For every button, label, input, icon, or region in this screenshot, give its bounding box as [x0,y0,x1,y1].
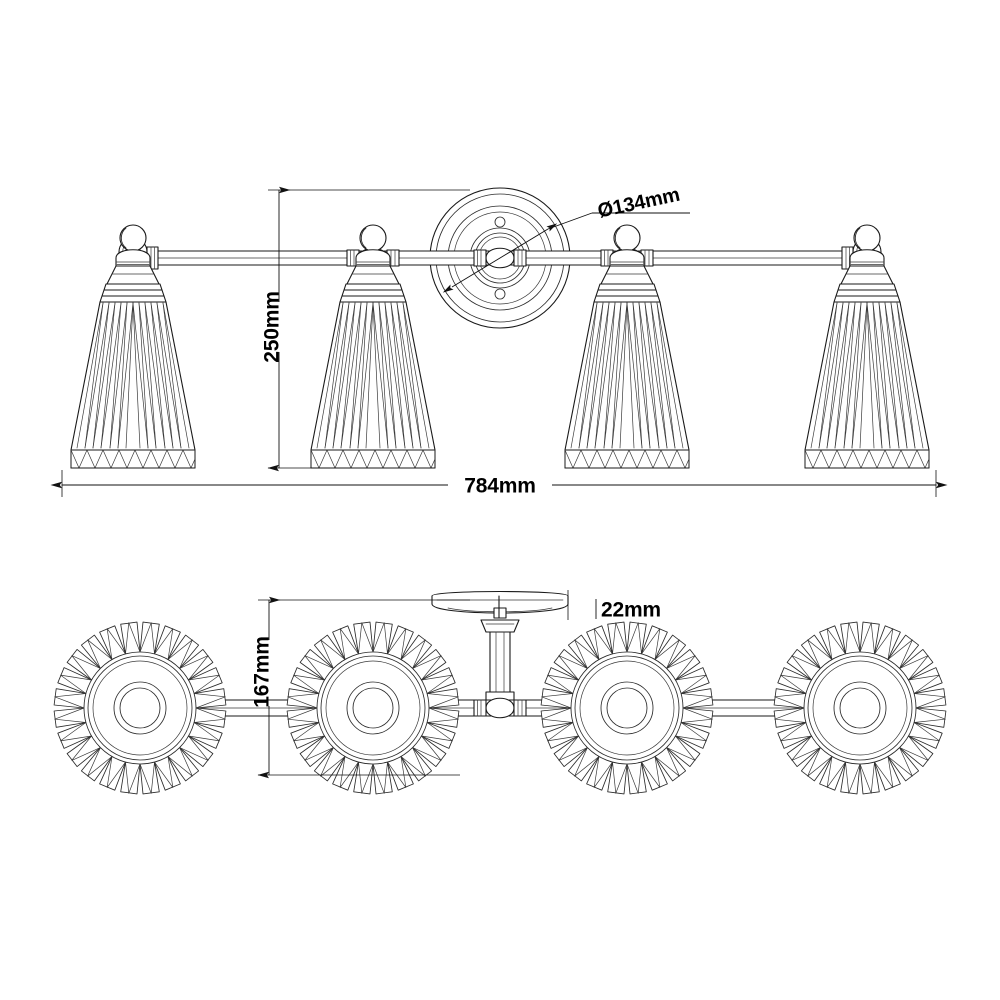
shade-plan-1 [53,621,227,795]
dimension-width-784mm: 784mm [50,470,948,498]
dimension-backplate-depth-22mm: 22mm [567,590,661,622]
plan-view: 167mm 22mm [53,590,947,795]
dimension-label-projection: 167mm [251,636,274,707]
shade-plan-3 [540,621,714,795]
front-elevation-view: 250mm 784mm Ø134mm [50,184,948,498]
dimension-label-width: 784mm [464,475,535,498]
shade-plan-2 [286,621,460,795]
dimension-height-250mm: 250mm [261,186,470,472]
dimension-label-backplate-depth: 22mm [601,599,661,622]
wall-backplate-plan [431,590,569,701]
dimension-label-backplate-diameter: Ø134mm [596,184,682,223]
shade-plan-4 [773,621,947,795]
dimension-label-height: 250mm [261,291,284,362]
arm-joint-plan-centre [473,697,527,719]
dimension-projection-167mm: 167mm [251,596,470,779]
